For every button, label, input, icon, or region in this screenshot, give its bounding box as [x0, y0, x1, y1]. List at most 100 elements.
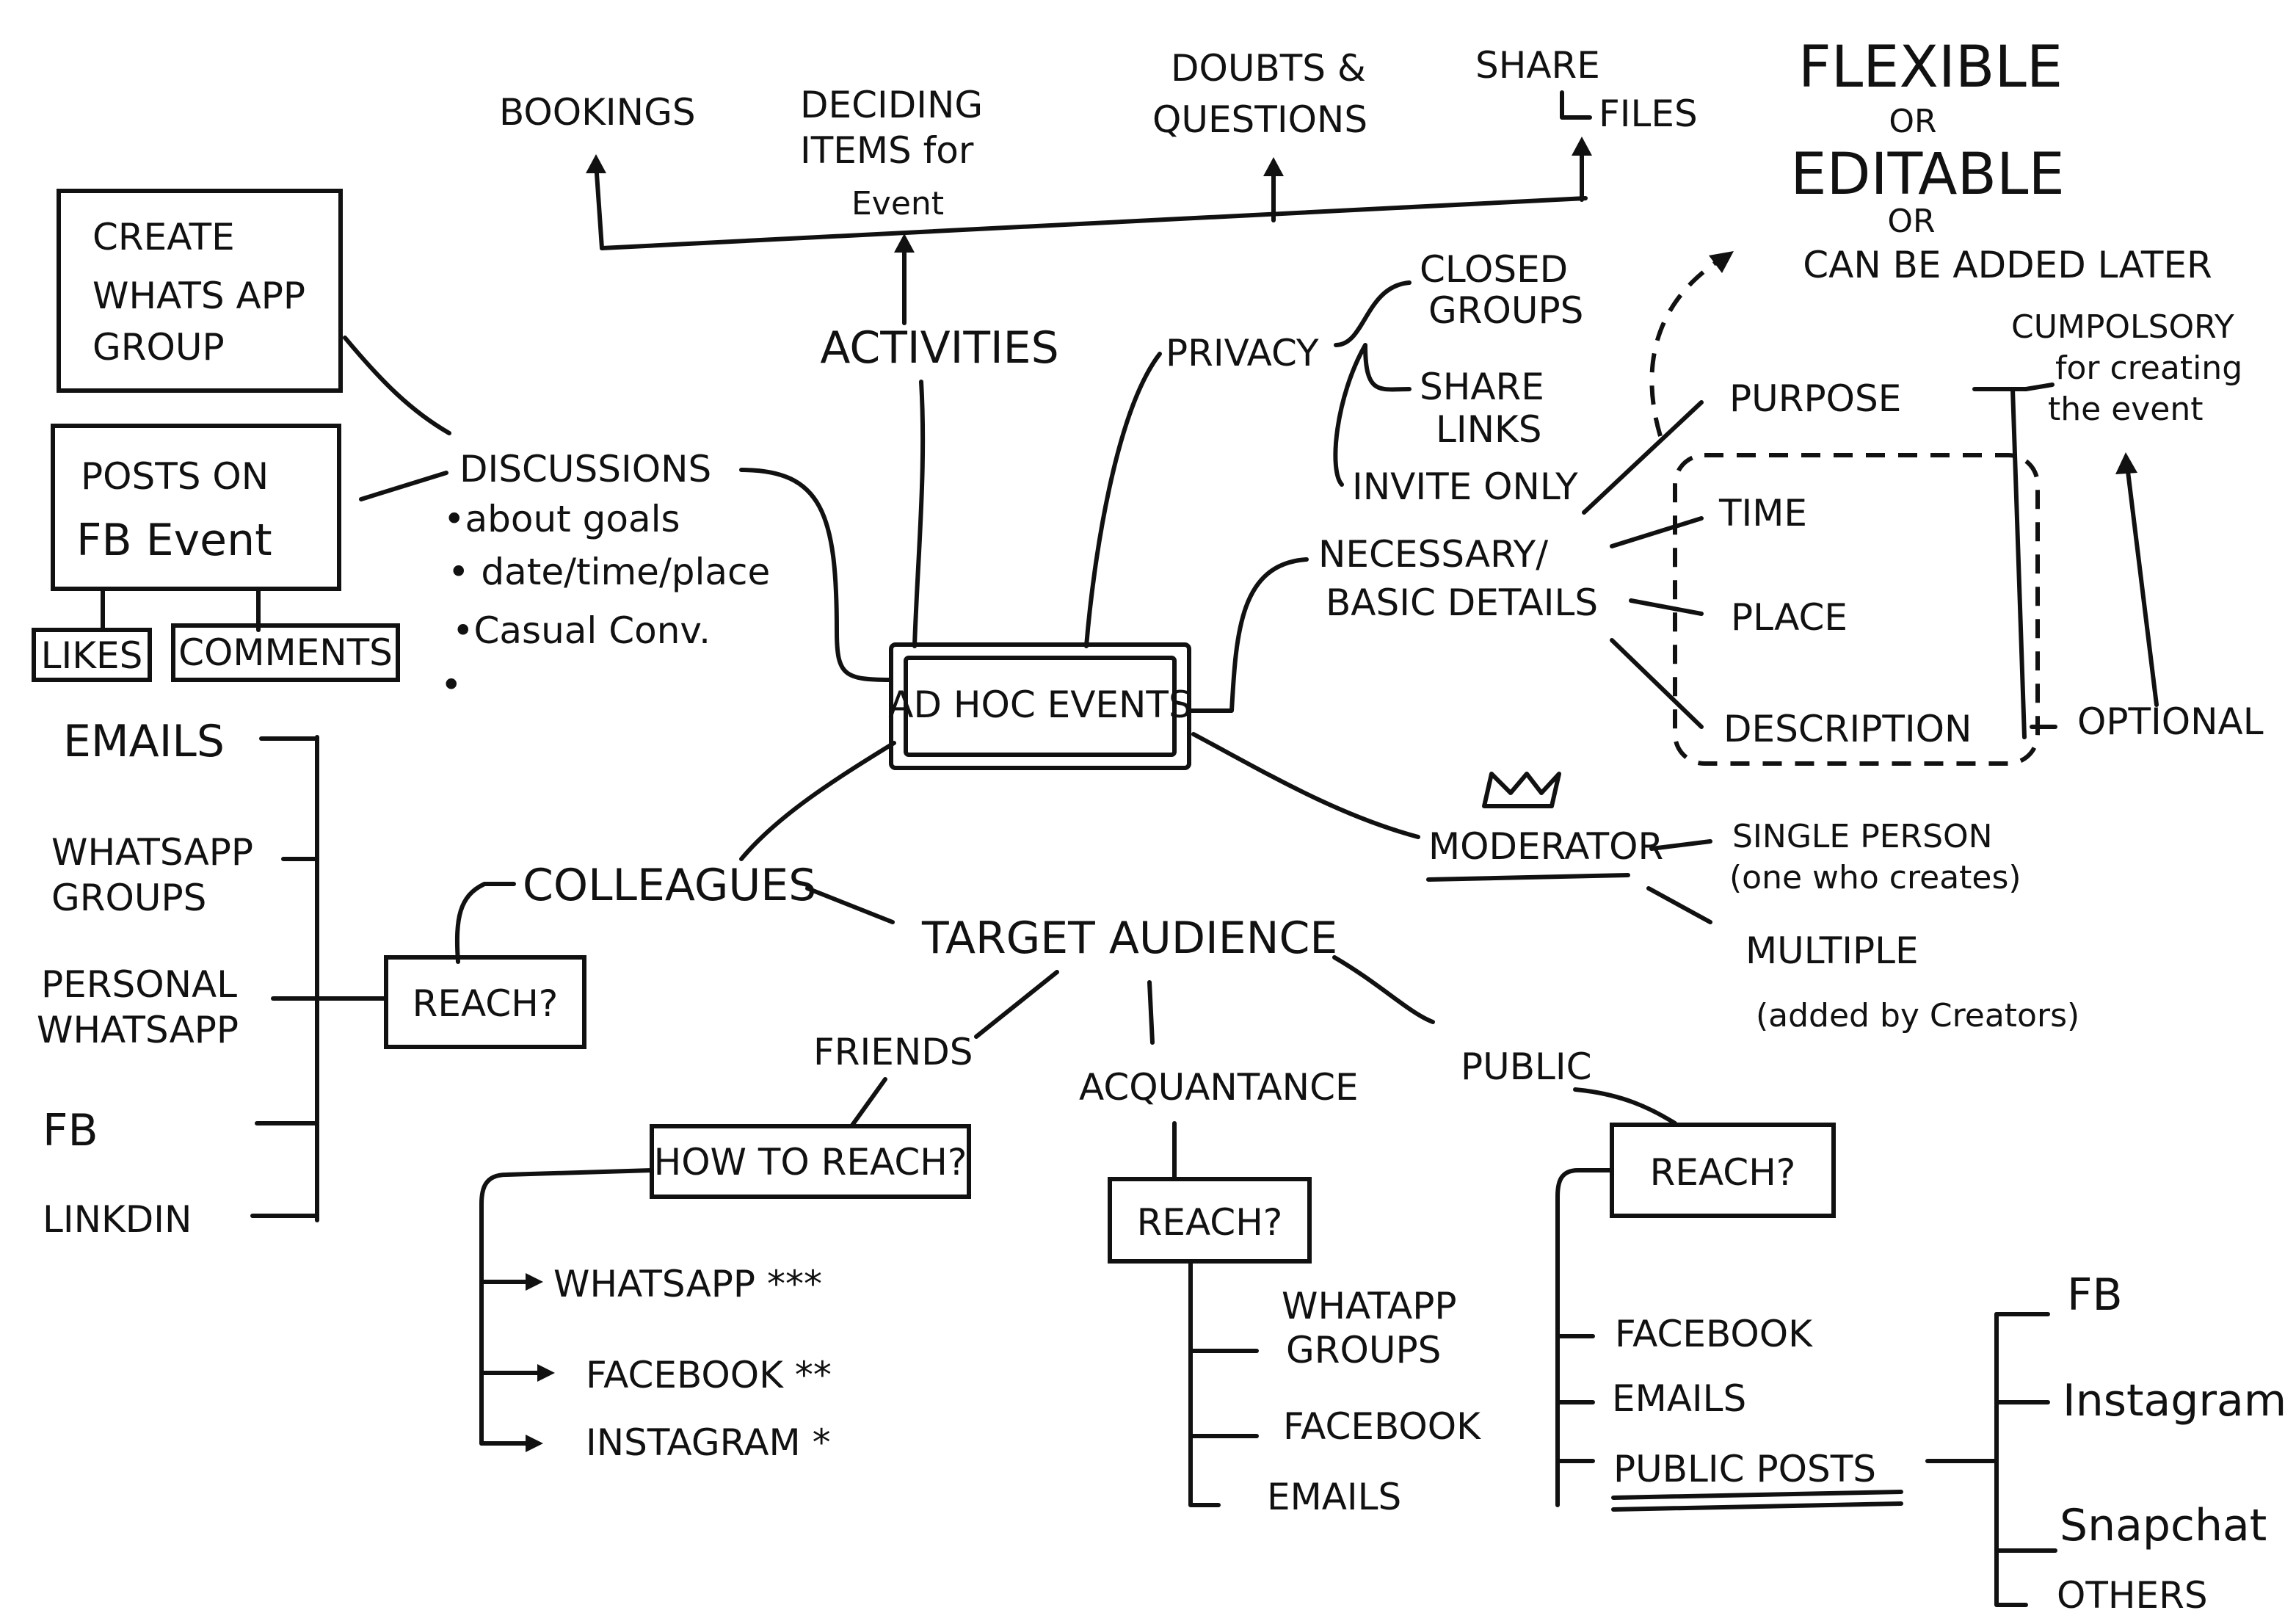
- arrow-bookings: [586, 154, 606, 173]
- public-channel-emails: EMAILS: [1612, 1377, 1746, 1420]
- privacy-brace: [1333, 280, 1412, 487]
- fb-box-line1: POSTS ON: [81, 455, 269, 498]
- acquaintance-channel-whatapp: WHATAPP: [1282, 1285, 1457, 1327]
- colleagues-channel-emails: EMAILS: [63, 716, 225, 767]
- privacy-label: PRIVACY: [1166, 332, 1319, 374]
- public-channel-facebook: FACEBOOK: [1615, 1313, 1813, 1355]
- colleagues-channel-linkdin: LINKDIN: [43, 1198, 192, 1241]
- activity-deciding-line1: DECIDING: [800, 84, 983, 126]
- target-audience-label: TARGET AUDIENCE: [921, 913, 1337, 964]
- activities-bar: [600, 196, 1588, 250]
- moderator-to-multiple: [1646, 886, 1712, 924]
- public-channel-public-posts: PUBLIC POSTS: [1613, 1448, 1876, 1490]
- friends-label: FRIENDS: [813, 1031, 973, 1073]
- public-to-reach: [1573, 1087, 1677, 1125]
- friends-arrow-instagram: [526, 1435, 543, 1452]
- flexible-arrow-head: [1709, 251, 1734, 273]
- discussion-bullet-4: •: [440, 664, 462, 706]
- arrow-doubts: [1263, 157, 1284, 176]
- connector-center-moderator: [1191, 732, 1420, 839]
- likes-box: [32, 628, 152, 682]
- flexible-line2: OR: [1889, 103, 1936, 140]
- moderator-multiple-line1: MULTIPLE: [1745, 929, 1919, 972]
- activity-deciding-line2: ITEMS for: [800, 129, 974, 172]
- public-posts-snapchat: Snapchat: [2060, 1500, 2267, 1551]
- public-posts-trunk: [1994, 1312, 2028, 1607]
- acquaintance-channel-facebook: FACEBOOK: [1283, 1405, 1481, 1448]
- connector-center-colleagues: [739, 741, 896, 861]
- target-to-friends: [974, 970, 1059, 1039]
- fb-event-box: [51, 424, 341, 591]
- friends-arrow-whatsapp: [526, 1273, 543, 1291]
- privacy-share-line2: LINKS: [1436, 408, 1542, 451]
- colleagues-channel-whatsapp-groups-1: WHATSAPP: [51, 831, 253, 874]
- connector-center-details: [1187, 557, 1309, 713]
- whatsapp-box-line2: WHATS APP: [92, 275, 305, 317]
- discussion-bullet-2: • date/time/place: [448, 551, 770, 593]
- privacy-invite-only: INVITE ONLY: [1352, 465, 1578, 508]
- arrow-share: [1572, 137, 1592, 156]
- privacy-closed-line1: CLOSED: [1420, 248, 1568, 291]
- details-label-line2: BASIC DETAILS: [1326, 581, 1598, 624]
- moderator-multiple-line2: (added by Creators): [1756, 997, 2079, 1034]
- details-to-purpose: [1582, 400, 1704, 515]
- whatsapp-box-line1: CREATE: [92, 216, 235, 258]
- discussion-bullet-3: •Casual Conv.: [452, 609, 711, 652]
- likes-label: LIKES: [41, 634, 143, 677]
- details-to-description: [1610, 638, 1704, 729]
- whatsapp-group-box: [57, 189, 343, 393]
- detail-time: TIME: [1718, 492, 1807, 534]
- acquaintance-reach-label: REACH?: [1137, 1201, 1283, 1244]
- activity-share-line1: SHARE: [1475, 44, 1600, 87]
- target-to-public: [1332, 955, 1435, 1024]
- activities-label: ACTIVITIES: [820, 322, 1058, 374]
- privacy-closed-line2: GROUPS: [1428, 289, 1583, 332]
- friends-channel-instagram: INSTAGRAM *: [586, 1421, 831, 1464]
- activity-bookings: BOOKINGS: [499, 91, 696, 134]
- comments-label: COMMENTS: [178, 631, 393, 674]
- moderator-single-line1: SINGLE PERSON: [1732, 818, 1993, 855]
- activity-deciding-line3: Event: [851, 185, 944, 222]
- colleagues-to-target: [805, 886, 895, 924]
- public-posts-others: OTHERS: [2057, 1574, 2208, 1617]
- public-label: PUBLIC: [1461, 1045, 1592, 1088]
- compulsory-bracket: [1972, 387, 2028, 739]
- detail-description: DESCRIPTION: [1723, 708, 1972, 750]
- colleagues-label: COLLEAGUES: [523, 860, 816, 911]
- colleagues-channel-fb: FB: [43, 1105, 98, 1156]
- public-posts-underline: [1611, 1490, 1903, 1512]
- optional-up-arrow-head: [2115, 452, 2137, 474]
- public-channel-trunk: [1555, 1168, 1614, 1507]
- details-to-time: [1610, 516, 1704, 548]
- colleagues-channel-personal-whatsapp-2: WHATSAPP: [37, 1009, 239, 1051]
- activity-doubts-line2: QUESTIONS: [1152, 98, 1367, 141]
- center-box-inner: [904, 656, 1177, 757]
- colleagues-channel-whatsapp-groups-2: GROUPS: [51, 877, 206, 919]
- activity-share-line2: FILES: [1599, 93, 1698, 135]
- activities-bar-to-bookings: [594, 161, 604, 250]
- friends-channel-trunk: [479, 1168, 654, 1446]
- friends-to-reach: [849, 1077, 887, 1128]
- compulsory-line3: the event: [2048, 391, 2204, 428]
- friends-reach-label: HOW TO REACH?: [654, 1141, 967, 1183]
- discussions-to-fb-box: [359, 471, 448, 501]
- comments-box: [171, 623, 400, 682]
- compulsory-line2: for creating: [2055, 349, 2242, 387]
- share-files-hook: [1560, 90, 1592, 120]
- details-label-line1: NECESSARY/: [1318, 533, 1548, 576]
- arrow-deciding: [894, 233, 915, 253]
- friends-reach-box: [650, 1124, 971, 1199]
- connector-center-discussions: [739, 468, 893, 682]
- friends-arrow-facebook: [537, 1364, 555, 1382]
- discussions-to-whatsapp-box: [343, 336, 451, 435]
- connector-center-privacy: [1084, 352, 1162, 648]
- friends-channel-facebook: FACEBOOK **: [586, 1354, 832, 1396]
- colleagues-channel-personal-whatsapp-1: PERSONAL: [41, 963, 237, 1006]
- public-posts-instagram: Instagram: [2063, 1375, 2286, 1427]
- moderator-underline: [1426, 873, 1630, 882]
- optional-up-arrow: [2125, 463, 2159, 707]
- acquaintance-label: ACQUANTANCE: [1079, 1066, 1359, 1109]
- detail-place: PLACE: [1731, 596, 1848, 639]
- moderator-to-single: [1649, 839, 1712, 851]
